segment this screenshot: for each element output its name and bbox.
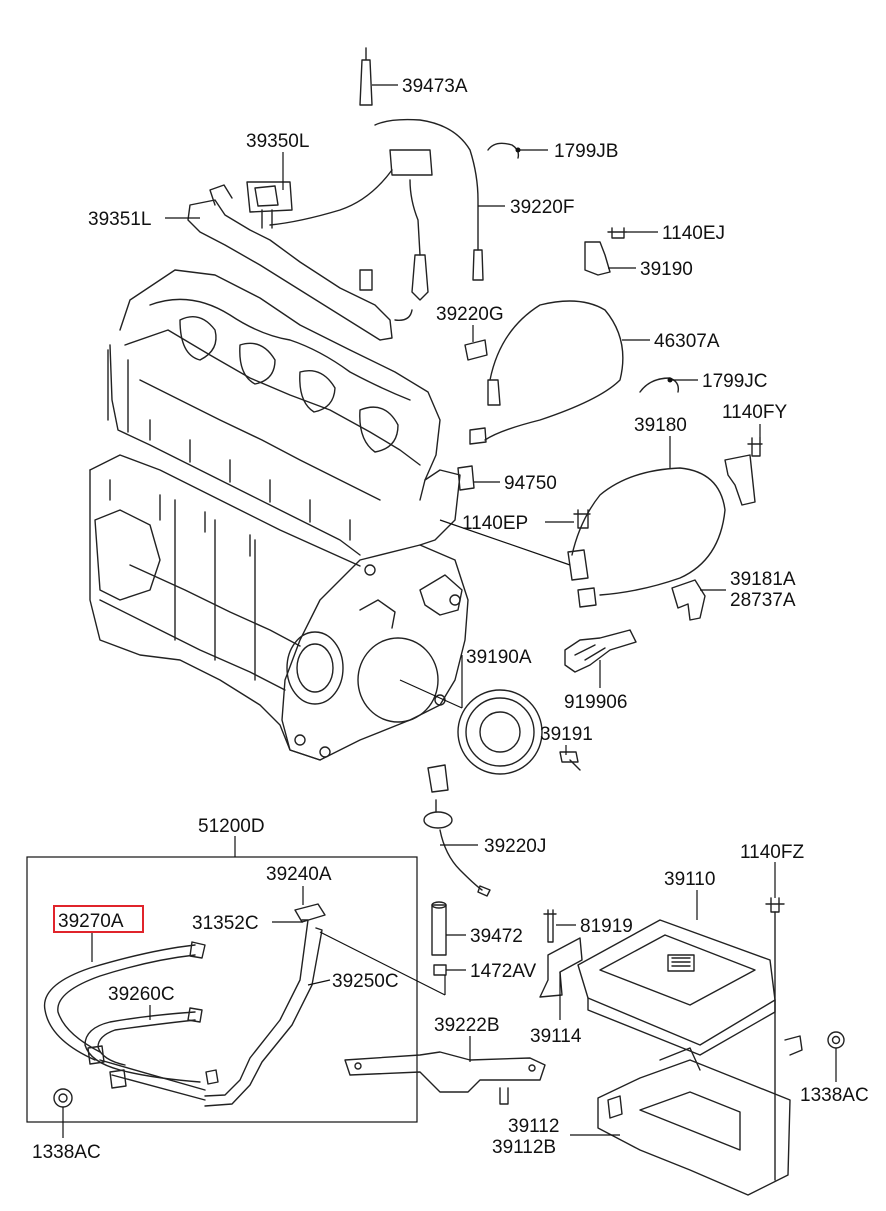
label-39351L[interactable]: 39351L: [88, 209, 151, 230]
label-919906[interactable]: 919906: [564, 692, 627, 713]
label-1140FZ[interactable]: 1140FZ: [740, 842, 804, 863]
ecu-area: [344, 897, 845, 1196]
label-1472AV[interactable]: 1472AV: [470, 961, 537, 982]
label-39191[interactable]: 39191: [540, 724, 593, 745]
label-31352C[interactable]: 31352C: [192, 913, 259, 934]
label-1338AC-right[interactable]: 1338AC: [800, 1085, 869, 1106]
highlight-box: [53, 905, 144, 933]
label-39350L[interactable]: 39350L: [246, 131, 309, 152]
sensor-harness-top: [187, 47, 627, 341]
label-1799JB[interactable]: 1799JB: [554, 141, 618, 162]
leader-lines: [62, 84, 837, 1138]
label-1140FY[interactable]: 1140FY: [722, 402, 787, 423]
label-1338AC-left[interactable]: 1338AC: [32, 1142, 101, 1163]
label-39190A[interactable]: 39190A: [466, 647, 532, 668]
label-28737A[interactable]: 28737A: [730, 590, 796, 611]
label-1140EJ[interactable]: 1140EJ: [662, 223, 725, 244]
label-39472[interactable]: 39472: [470, 926, 523, 947]
label-39260C[interactable]: 39260C: [108, 984, 175, 1005]
nut-left: [53, 1088, 73, 1108]
label-39112B[interactable]: 39112B: [492, 1137, 556, 1158]
label-39220J[interactable]: 39220J: [484, 836, 546, 857]
label-39112[interactable]: 39112: [508, 1116, 559, 1137]
label-94750[interactable]: 94750: [504, 473, 557, 494]
label-39110[interactable]: 39110: [664, 869, 715, 890]
hose-kit: [26, 856, 418, 1123]
label-51200D[interactable]: 51200D: [198, 816, 265, 837]
label-39240A[interactable]: 39240A: [266, 864, 332, 885]
label-46307A[interactable]: 46307A: [654, 331, 720, 352]
label-1799JC[interactable]: 1799JC: [702, 371, 768, 392]
label-39473A[interactable]: 39473A: [402, 76, 468, 97]
label-39114[interactable]: 39114: [530, 1026, 582, 1047]
label-39220G[interactable]: 39220G: [436, 304, 504, 325]
label-39181A[interactable]: 39181A: [730, 569, 796, 590]
label-39180[interactable]: 39180: [634, 415, 687, 436]
label-1140EP[interactable]: 1140EP: [462, 513, 528, 534]
part-labels: 39473A 39350L 1799JB 39351L 39220F 1140E…: [32, 76, 869, 1163]
label-39222B[interactable]: 39222B: [434, 1015, 500, 1036]
label-39220F[interactable]: 39220F: [510, 197, 574, 218]
engine-block: [89, 269, 469, 761]
label-39190[interactable]: 39190: [640, 259, 693, 280]
label-81919[interactable]: 81919: [580, 916, 633, 937]
middle-sensors: [423, 300, 763, 897]
label-39270A[interactable]: 39270A: [58, 911, 124, 932]
label-39250C[interactable]: 39250C: [332, 971, 399, 992]
